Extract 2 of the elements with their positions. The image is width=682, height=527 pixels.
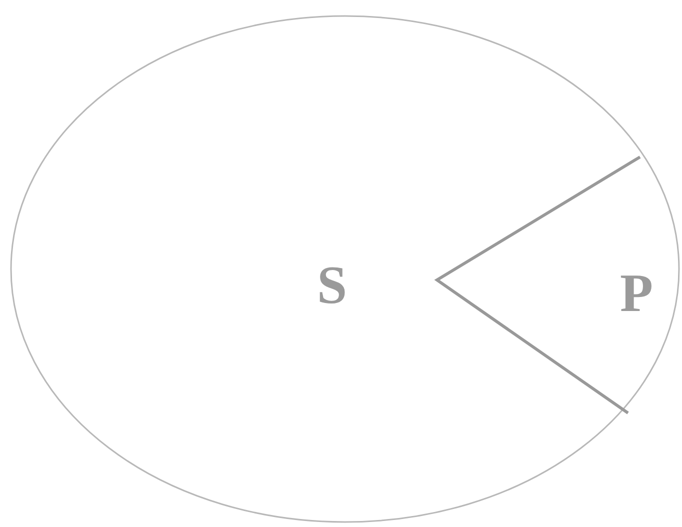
region-letter: P — [620, 266, 653, 320]
region-letter: S — [317, 258, 348, 312]
